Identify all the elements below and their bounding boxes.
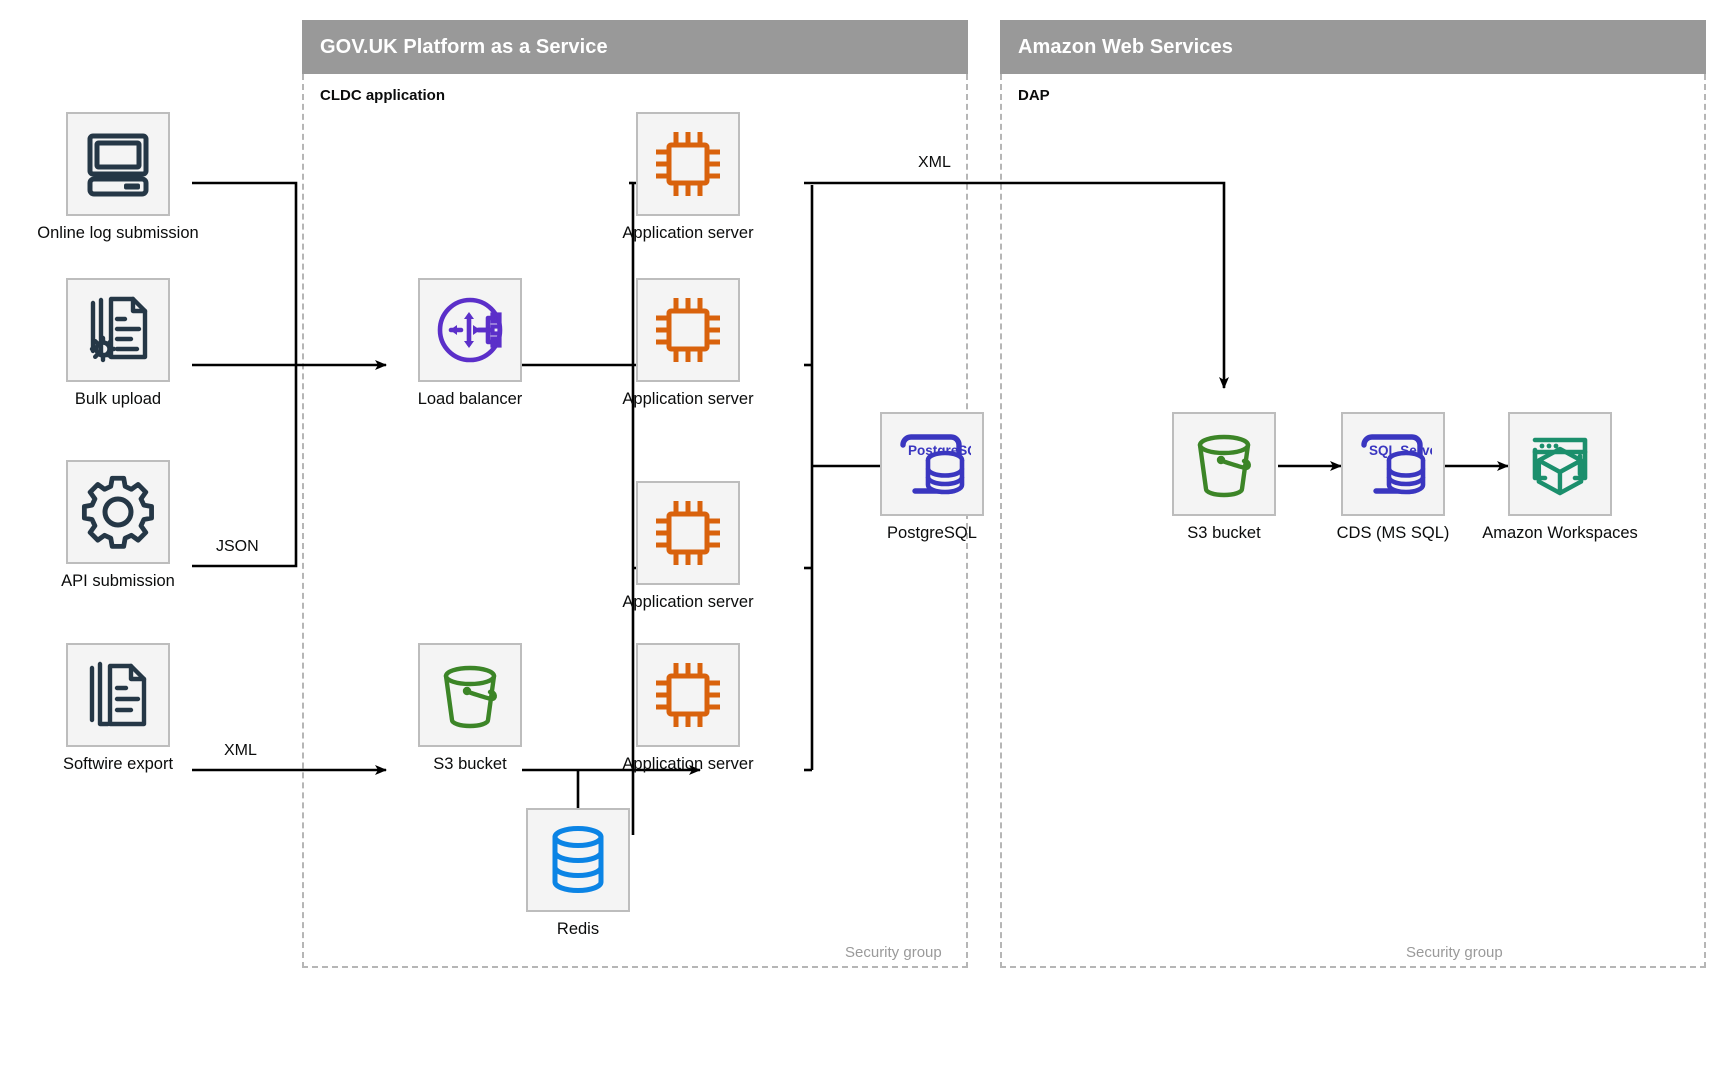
node-app-server-3[interactable]: Application server: [622, 481, 754, 611]
load-balancer-icon: [418, 278, 522, 382]
cpu-chip-icon: [636, 112, 740, 216]
node-app-server-1[interactable]: Application server: [622, 112, 754, 242]
wire-label-xml-app1: XML: [918, 154, 951, 171]
document-gear-icon: [66, 278, 170, 382]
node-label-api-submission: API submission: [61, 572, 175, 590]
cpu-chip-icon: [636, 643, 740, 747]
node-cds-ms-sql[interactable]: SQL Server CDS (MS SQL): [1337, 412, 1449, 542]
s3-bucket-icon: [1172, 412, 1276, 516]
wire-api-to-lb: [192, 366, 298, 568]
node-online-log-submission[interactable]: Online log submission: [37, 112, 199, 242]
redis-database-icon: [526, 808, 630, 912]
node-label-s3-bucket-aws: S3 bucket: [1187, 524, 1261, 542]
node-label-app-server-3: Application server: [622, 593, 754, 611]
node-softwire-export[interactable]: Softwire export: [63, 643, 173, 773]
node-label-online-log-submission: Online log submission: [37, 224, 199, 242]
node-postgresql[interactable]: PostgreSQL PostgreSQL: [880, 412, 984, 542]
group-box-paas: [302, 74, 968, 968]
node-s3-bucket-aws[interactable]: S3 bucket: [1172, 412, 1276, 542]
node-label-cds-ms-sql: CDS (MS SQL): [1336, 524, 1450, 542]
group-sub-title-dap: DAP: [1018, 87, 1050, 104]
node-app-server-4[interactable]: Application server: [622, 643, 754, 773]
node-label-amazon-workspaces: Amazon Workspaces: [1482, 524, 1638, 542]
node-app-server-2[interactable]: Application server: [622, 278, 754, 408]
gear-icon: [66, 460, 170, 564]
node-api-submission[interactable]: API submission: [61, 460, 175, 590]
group-sub-title-cldc: CLDC application: [320, 87, 446, 104]
node-bulk-upload[interactable]: Bulk upload: [66, 278, 170, 408]
cpu-chip-icon: [636, 481, 740, 585]
postgresql-database-icon: PostgreSQL: [880, 412, 984, 516]
node-label-app-server-1: Application server: [622, 224, 754, 242]
group-band-aws: Amazon Web Services: [1000, 20, 1706, 74]
node-label-bulk-upload: Bulk upload: [74, 390, 162, 408]
node-s3-bucket-paas[interactable]: S3 bucket: [418, 643, 522, 773]
group-band-title-paas: GOV.UK Platform as a Service: [320, 36, 608, 58]
sql-server-database-icon: SQL Server: [1341, 412, 1445, 516]
node-load-balancer[interactable]: Load balancer: [418, 278, 522, 408]
node-label-app-server-2: Application server: [622, 390, 754, 408]
node-label-redis: Redis: [556, 920, 600, 938]
node-redis[interactable]: Redis: [526, 808, 630, 938]
node-amazon-workspaces[interactable]: Amazon Workspaces: [1482, 412, 1638, 542]
documents-stack-icon: [66, 643, 170, 747]
wire-online-to-lb: [192, 181, 298, 365]
wire-label-xml-softwire: XML: [224, 742, 257, 759]
cpu-chip-icon: [636, 278, 740, 382]
node-label-s3-bucket-paas: S3 bucket: [433, 755, 507, 773]
wire-label-json: JSON: [216, 538, 259, 555]
node-label-app-server-4: Application server: [622, 755, 754, 773]
node-label-load-balancer: Load balancer: [417, 390, 523, 408]
amazon-workspaces-icon: [1508, 412, 1612, 516]
group-band-paas: GOV.UK Platform as a Service: [302, 20, 968, 74]
group-footnote-paas: Security group: [845, 944, 942, 961]
node-label-softwire-export: Softwire export: [62, 755, 174, 773]
s3-bucket-icon: [418, 643, 522, 747]
group-box-aws: [1000, 74, 1706, 968]
desktop-computer-icon: [66, 112, 170, 216]
group-band-title-aws: Amazon Web Services: [1018, 36, 1233, 58]
group-footnote-aws: Security group: [1406, 944, 1503, 961]
node-label-postgresql: PostgreSQL: [887, 524, 977, 542]
wire-app1-to-s3aws: [804, 181, 1229, 389]
